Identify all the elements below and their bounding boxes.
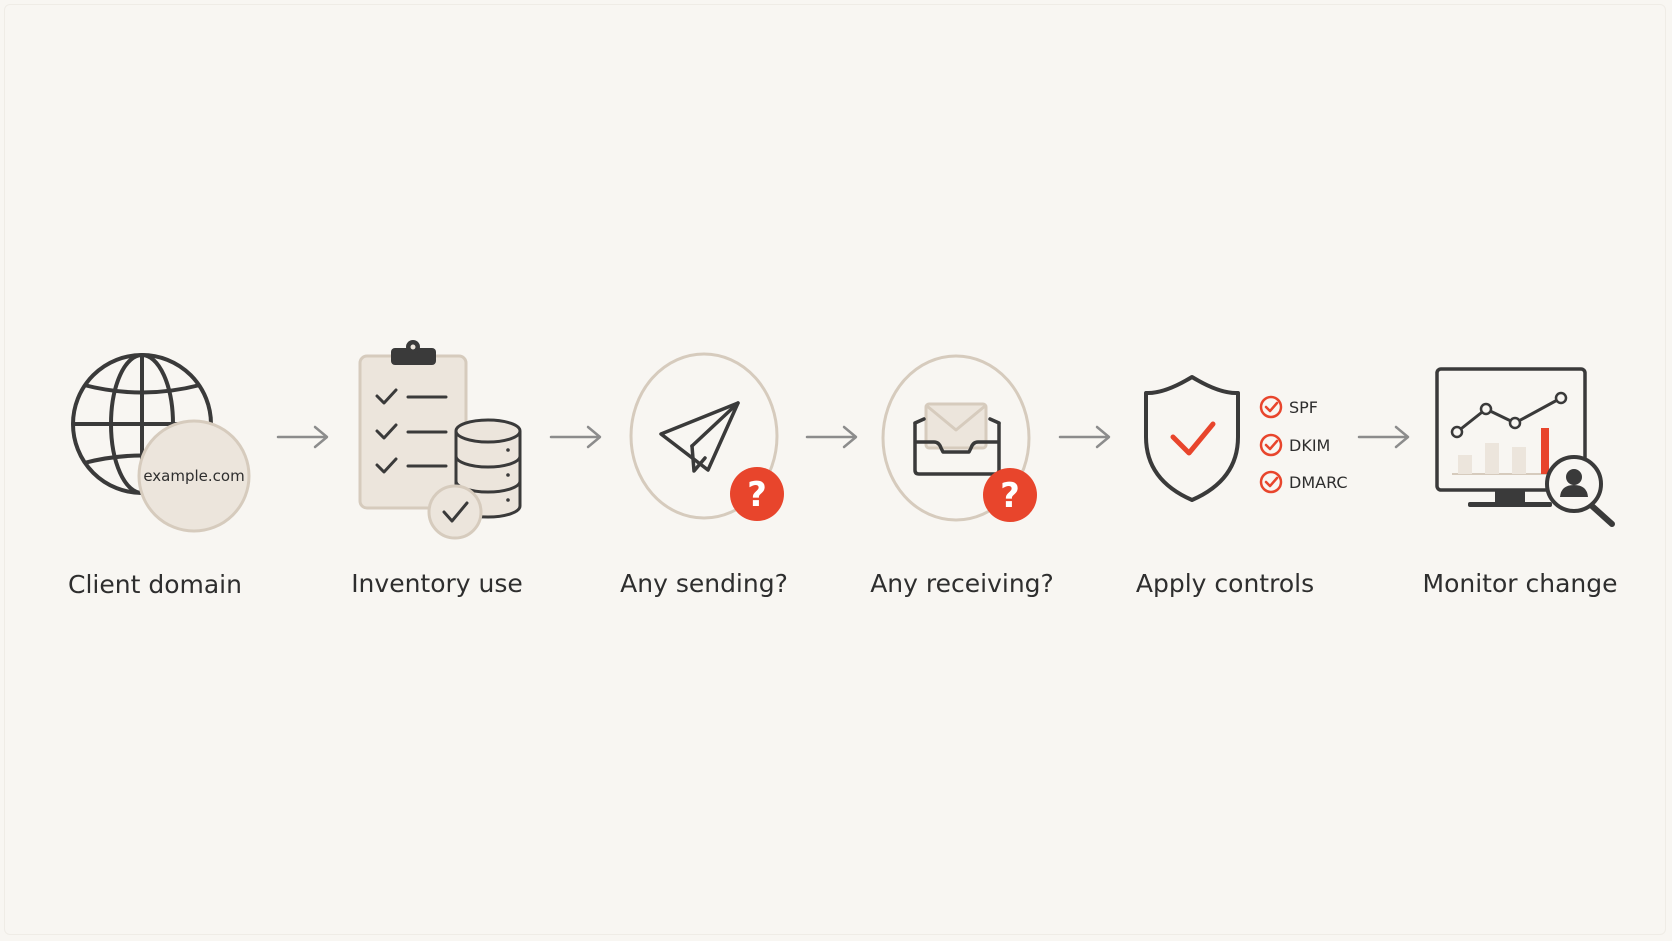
step-label: Client domain: [68, 570, 242, 599]
step-client-domain: example.com Client domain: [68, 353, 251, 599]
controls-list: SPF DKIM DMARC: [1259, 395, 1348, 494]
step-monitor-change: Monitor change: [1423, 367, 1618, 598]
control-label: DMARC: [1289, 473, 1348, 492]
domain-badge: example.com: [137, 419, 251, 533]
user-search-icon: [1545, 455, 1615, 527]
control-label: DKIM: [1289, 436, 1330, 455]
check-badge-icon: [427, 484, 483, 540]
question-badge-text: ?: [747, 475, 767, 515]
arrow-right-icon: [1058, 425, 1111, 449]
step-any-receiving: ? Any receiving?: [870, 354, 1054, 598]
monitor-chart-icon: [1435, 367, 1587, 507]
step-any-sending: ? Any sending?: [620, 352, 788, 598]
question-icon: ?: [983, 468, 1037, 522]
shield-check-icon: [1144, 375, 1240, 502]
checklist-icon: [375, 388, 448, 474]
control-label: SPF: [1289, 398, 1318, 417]
arrow-right-icon: [549, 425, 602, 449]
question-badge-text: ?: [1000, 476, 1020, 516]
step-label: Monitor change: [1423, 569, 1618, 598]
control-item-spf: SPF: [1259, 395, 1318, 419]
page-frame: [4, 4, 1666, 935]
step-label: Inventory use: [351, 569, 523, 598]
arrow-right-icon: [805, 425, 858, 449]
control-item-dmarc: DMARC: [1259, 470, 1348, 494]
inbox-icon: [913, 402, 1001, 476]
clipboard-icon: [358, 340, 468, 510]
control-item-dkim: DKIM: [1259, 433, 1330, 457]
question-icon: ?: [730, 467, 784, 521]
step-label: Any receiving?: [870, 569, 1054, 598]
arrow-right-icon: [276, 425, 329, 449]
domain-badge-text: example.com: [143, 467, 244, 485]
step-label: Apply controls: [1136, 569, 1314, 598]
arrow-right-icon: [1357, 425, 1410, 449]
paper-plane-icon: [659, 401, 740, 473]
step-apply-controls: SPF DKIM DMARC Apply controls: [1136, 375, 1348, 598]
step-inventory-use: Inventory use: [351, 340, 523, 598]
step-label: Any sending?: [620, 569, 788, 598]
